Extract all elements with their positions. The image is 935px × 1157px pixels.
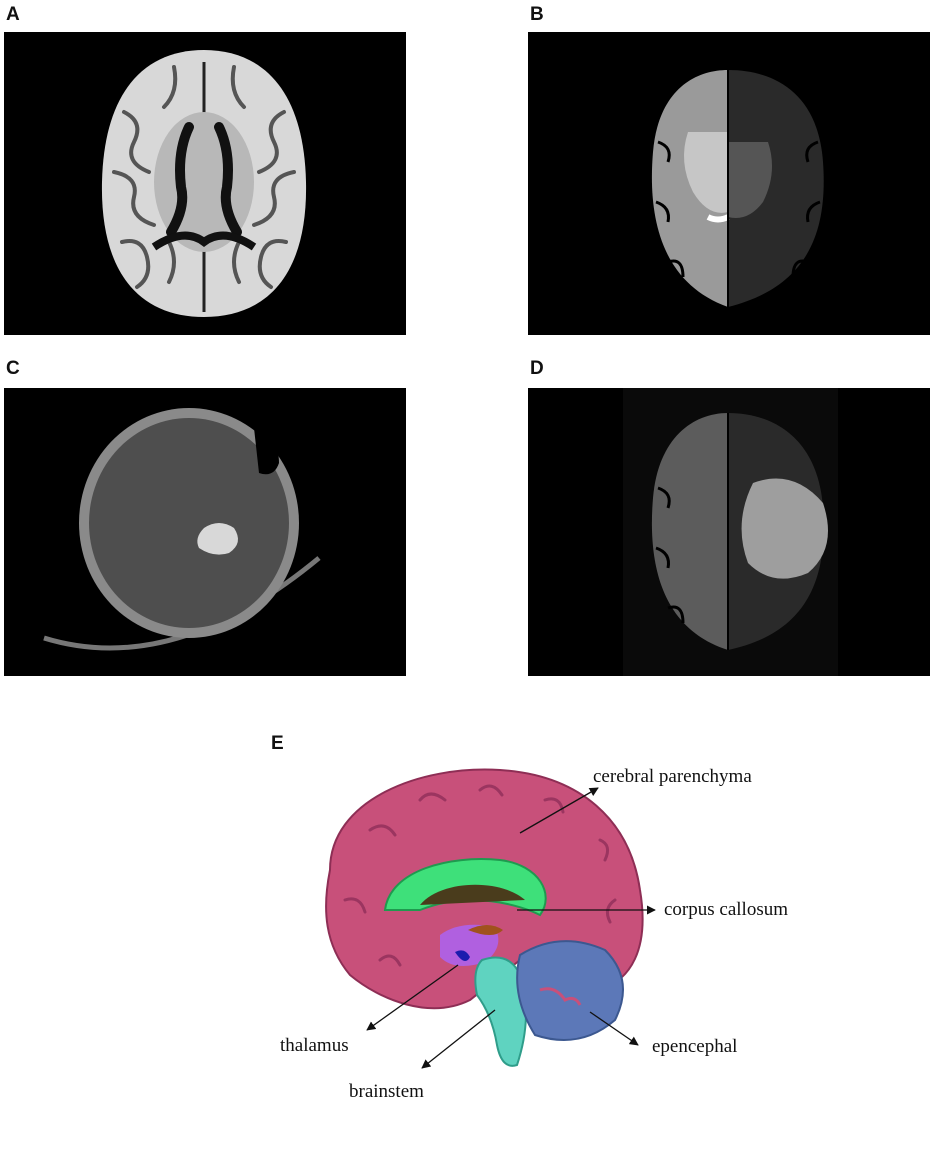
cerebral-parenchyma-label: cerebral parenchyma xyxy=(593,766,752,787)
thalamus-arrow xyxy=(366,964,459,1031)
panel-label-d: D xyxy=(530,358,544,379)
ct-slice-image xyxy=(4,388,406,676)
mri-axial-slice-image xyxy=(4,32,406,335)
epencephal-arrow xyxy=(589,1011,639,1046)
epencephal-region xyxy=(516,940,624,1041)
panel-label-c: C xyxy=(6,358,20,379)
panel-label-a: A xyxy=(6,4,20,25)
thalamus-label: thalamus xyxy=(280,1035,349,1056)
thalamus-region xyxy=(440,924,499,966)
panel-label-e: E xyxy=(271,733,284,754)
panel-label-b: B xyxy=(530,4,544,25)
brainstem-label: brainstem xyxy=(349,1081,424,1102)
brainstem-arrow xyxy=(421,1009,496,1069)
segmentation-lesion-image xyxy=(528,388,930,676)
epencephal-label: epencephal xyxy=(652,1036,738,1057)
corpus-callosum-label: corpus callosum xyxy=(664,899,789,920)
cerebral-parenchyma-arrow xyxy=(519,787,599,834)
segmentation-slice-image xyxy=(528,32,930,335)
